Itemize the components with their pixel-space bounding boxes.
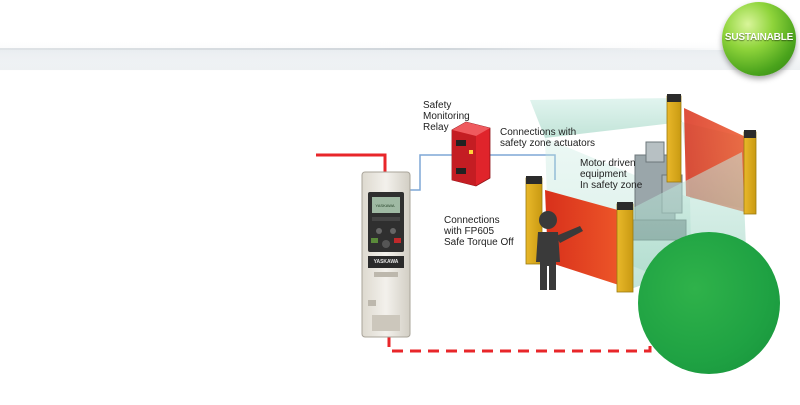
drive-display xyxy=(372,197,400,213)
sustainable-badge-icon: SUSTAINABLE xyxy=(722,2,796,76)
power-line xyxy=(316,153,387,178)
inverter-drive xyxy=(361,171,411,338)
equipment-label: Motor driven equipment In safety zone xyxy=(580,158,643,191)
light-curtain-post xyxy=(666,95,682,183)
light-curtain-post xyxy=(616,203,634,293)
drive-brand-top: YASKAWA xyxy=(375,203,395,208)
person-icon xyxy=(536,211,583,290)
drive-brand-bottom: YASKAWA xyxy=(373,259,399,265)
header-divider xyxy=(0,48,730,50)
safe-torque-off-line xyxy=(387,336,652,353)
header-shadow xyxy=(0,50,730,72)
green-disc xyxy=(638,232,780,374)
torque-off-label: Connections with FP605 Safe Torque Off xyxy=(444,215,514,248)
sustainable-badge-label: SUSTAINABLE xyxy=(724,32,794,43)
drive-nameplate xyxy=(368,256,404,268)
actuators-label: Connections with safety zone actuators xyxy=(500,127,596,149)
light-curtain-post xyxy=(743,131,757,215)
relay-label: Safety Monitoring Relay xyxy=(423,100,470,133)
safety-monitoring-relay xyxy=(451,121,491,187)
